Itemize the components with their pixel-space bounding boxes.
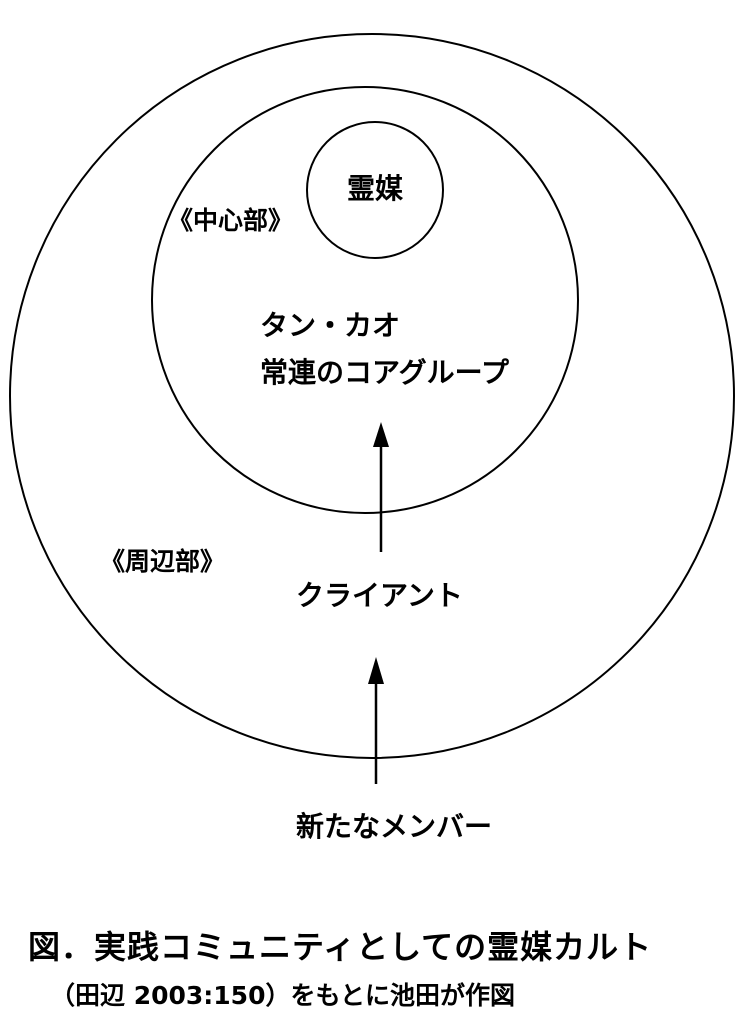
core-circle — [151, 86, 579, 514]
periphery-circle — [9, 33, 735, 759]
arrowhead-newcomer-to-client — [368, 657, 384, 684]
core-group-name: タン・カオ — [260, 309, 400, 342]
arrowhead-client-to-core — [373, 422, 389, 447]
client-label: クライアント — [296, 579, 463, 612]
figure-caption-source: （田辺 2003:150）をもとに池田が作図 — [50, 981, 515, 1010]
core-group-description: 常連のコアグループ — [260, 356, 510, 389]
medium-circle — [306, 121, 444, 259]
newcomer-label: 新たなメンバー — [296, 810, 492, 843]
core-label: 《中心部》 — [168, 206, 293, 235]
medium-label: 霊媒 — [347, 172, 404, 205]
figure-caption-title: 図．実践コミュニティとしての霊媒カルト — [28, 928, 653, 966]
periphery-label: 《周辺部》 — [100, 547, 225, 576]
